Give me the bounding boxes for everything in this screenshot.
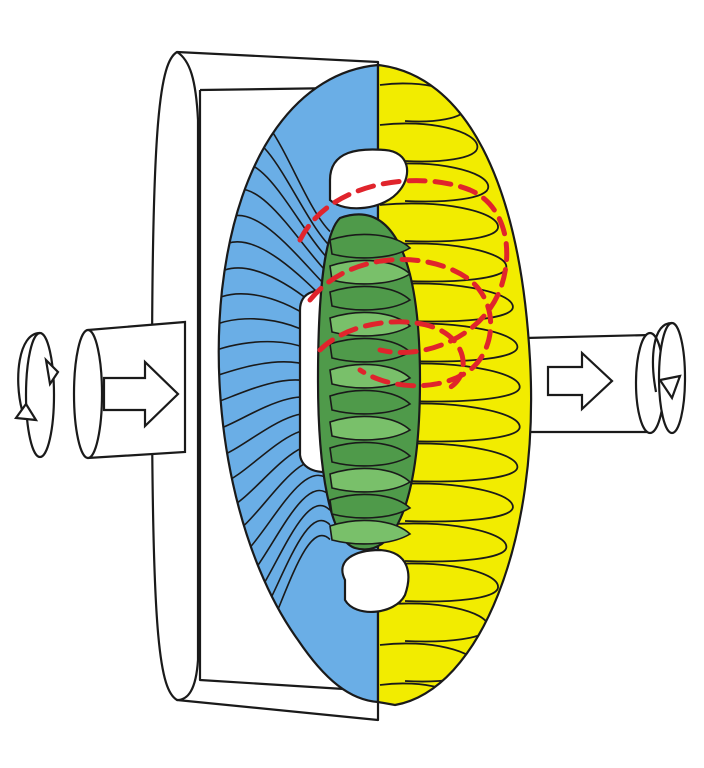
output-shaft [523,321,687,435]
housing-rim [176,51,200,702]
turbine-vane [379,242,508,283]
flow-path [297,178,510,355]
turbine-vane [379,362,521,403]
stator-blade [329,467,412,493]
output-direction-arrow [546,350,614,412]
input-shaft-end [72,328,104,460]
stator-blades [329,233,412,545]
input-rotation-icon [14,331,60,459]
stator-blade [329,415,412,441]
impeller-blade [230,214,331,291]
stator-blade [329,389,412,415]
output-rotation-icon [651,321,687,435]
turbine-vane [379,322,519,363]
fluid-flow-arrows [297,178,510,393]
flow-path [307,257,494,389]
input-shaft [14,320,187,460]
stator-blade [329,233,412,259]
turbine-vane [379,682,467,705]
flow-path [317,319,466,393]
turbine-vane [379,282,514,323]
turbine-vane [379,562,499,603]
turbine-vane [379,402,521,443]
input-direction-arrow [102,359,180,429]
stator-blade [329,493,412,519]
stator-blade [329,259,412,285]
stator-blade [329,285,412,311]
turbine-vane [379,442,519,483]
turbine-vane [379,522,508,563]
turbine-vanes [379,82,521,705]
core-ring-bottom [341,548,410,613]
turbine-vane [379,202,499,243]
stator [316,213,422,551]
turbine-vane [379,482,514,523]
turbine-vane [379,122,479,163]
stator-blade [329,441,412,467]
stator-blade [329,519,412,545]
turbine-vane [379,162,490,203]
